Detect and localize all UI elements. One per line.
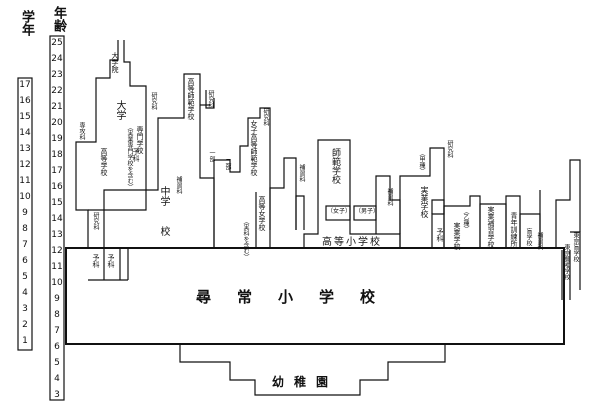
- senmon-label: 専門学校: [136, 126, 144, 154]
- age-tick: 21: [51, 102, 63, 112]
- age-tick: 17: [51, 166, 63, 176]
- kenkyu-label-3: 研究科: [262, 108, 269, 126]
- tokyo-rou-label: 東京聾唖学校: [563, 244, 570, 280]
- grade-tick: 6: [22, 256, 28, 266]
- kenkyu-label: 研究科: [150, 92, 157, 110]
- grade-tick: 5: [22, 272, 28, 282]
- hoshu-label-4: 補習科: [536, 232, 543, 250]
- koto-jogakko-sub-label: （実科を含む）: [242, 218, 249, 260]
- grade-tick: 4: [22, 288, 28, 298]
- joshi-koto-shihan-label: 女子高等師範学校: [250, 120, 258, 176]
- age-tick: 16: [51, 182, 63, 192]
- age-tick: 8: [54, 310, 60, 320]
- tokyo-mou-label: 東京盲学校: [572, 232, 579, 262]
- grade-tick: 12: [19, 160, 31, 170]
- kindergarten-label: 幼稚園: [272, 375, 339, 389]
- age-tick: 5: [54, 358, 60, 368]
- grade-tick: 14: [19, 128, 31, 138]
- grade-tick: 16: [19, 96, 31, 106]
- yoka-label-2: 予科: [92, 254, 100, 268]
- hoshu-label: 補習科: [175, 176, 182, 194]
- age-tick: 12: [51, 246, 63, 256]
- yoka-label-3: 予科: [132, 148, 140, 162]
- shihan-label: 師範学校: [330, 148, 340, 184]
- koto-jogakko-label: 高等女学校: [258, 196, 266, 231]
- age-tick: 25: [51, 38, 63, 48]
- graduate-label: 大学院: [111, 52, 119, 73]
- kenkyu-label-4: 研究科: [446, 140, 453, 158]
- age-tick: 19: [51, 134, 63, 144]
- senko-label: 専攻科: [78, 122, 85, 140]
- kindergarten-box: [179, 344, 446, 396]
- university-label: 大学: [114, 100, 125, 120]
- grade-axis: [17, 77, 33, 351]
- age-tick: 11: [51, 262, 63, 272]
- jitsugyo-ko-label: （甲種）: [418, 150, 425, 174]
- grade-tick: 10: [19, 192, 31, 202]
- age-axis: [49, 35, 65, 401]
- mogakko-label: 盲学校: [525, 228, 532, 246]
- grade-tick: 3: [22, 304, 28, 314]
- middle-school-label-2: 校: [158, 226, 169, 236]
- nibu-label: 二部: [224, 158, 231, 170]
- age-tick: 10: [51, 278, 63, 288]
- age-tick: 15: [51, 198, 63, 208]
- jitsugyo-otsu-label: （乙種）: [462, 208, 469, 232]
- middle-school-label: 中学: [158, 186, 169, 206]
- age-tick: 14: [51, 214, 63, 224]
- joshi-label: （女子）: [327, 208, 352, 215]
- age-tick: 7: [54, 326, 60, 336]
- higher-school-label: 高等学校: [100, 148, 108, 176]
- grade-tick: 1: [22, 336, 28, 346]
- ichibu-label: 一部: [208, 150, 215, 162]
- age-tick: 18: [51, 150, 63, 160]
- danshi-label: （男子）: [355, 208, 380, 215]
- age-tick: 6: [54, 342, 60, 352]
- age-tick: 20: [51, 118, 63, 128]
- hoshu-label-2: 補習科: [298, 164, 305, 182]
- jitsugyo-hoshu-label: 実業補習学校: [487, 206, 495, 248]
- jitsugyo-label: 実業学校: [420, 186, 429, 218]
- senmon-sub-label: （実業専門学校を含む）: [126, 124, 133, 190]
- elementary-box: [65, 247, 565, 345]
- age-tick: 23: [51, 70, 63, 80]
- age-tick: 3: [54, 390, 60, 400]
- higher-elementary-label: 高等小学校: [322, 237, 382, 248]
- kenkyu-label-2: 研究科: [207, 90, 214, 108]
- seinen-kunren-label: 青年訓練所: [510, 212, 518, 247]
- hoshu-label-3: 補習科: [386, 188, 393, 206]
- grade-tick: 13: [19, 144, 31, 154]
- grade-tick: 17: [19, 80, 31, 90]
- yoka-label-4: 予科: [436, 228, 444, 242]
- jitsugyo-school-label: 実業学校: [453, 222, 461, 250]
- grade-tick: 8: [22, 224, 28, 234]
- age-header: 年齢: [51, 6, 66, 32]
- koto-shihan-label: 高等師範学校: [187, 78, 195, 120]
- grade-tick: 2: [22, 320, 28, 330]
- grade-tick: 9: [22, 208, 28, 218]
- grade-header: 学年: [19, 10, 34, 36]
- age-tick: 4: [54, 374, 60, 384]
- elementary-label: 尋常小学校: [196, 288, 402, 306]
- age-tick: 24: [51, 54, 63, 64]
- age-tick: 22: [51, 86, 63, 96]
- age-tick: 13: [51, 230, 63, 240]
- grade-tick: 7: [22, 240, 28, 250]
- kocho-kenkyu-label: 研究科: [92, 212, 99, 230]
- yoka-label: 予科: [107, 254, 115, 268]
- grade-tick: 11: [19, 176, 31, 186]
- grade-tick: 15: [19, 112, 31, 122]
- age-tick: 9: [54, 294, 60, 304]
